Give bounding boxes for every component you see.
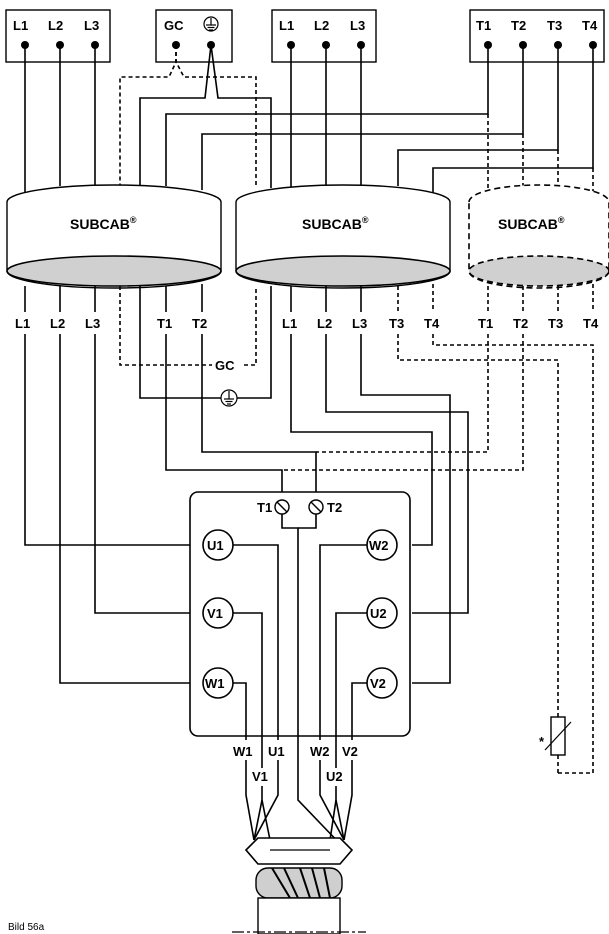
svg-text:T2: T2 <box>513 316 528 331</box>
svg-text:L1: L1 <box>15 316 30 331</box>
figure-caption: Bild 56a <box>8 922 45 933</box>
top-box-3: L1 L2 L3 <box>271 9 377 63</box>
label-t1: T1 <box>257 500 272 515</box>
thermo-switch-icon <box>274 499 324 700</box>
resistor-icon <box>544 716 572 774</box>
cable-1-label: SUBCAB® <box>70 215 137 232</box>
label-t3: T3 <box>547 18 562 33</box>
svg-text:T1: T1 <box>478 316 493 331</box>
terminal-w2: W2 <box>369 538 389 553</box>
label-t4: T4 <box>582 18 598 33</box>
svg-text:T2: T2 <box>192 316 207 331</box>
label-l3: L3 <box>350 18 365 33</box>
svg-text:T4: T4 <box>583 316 599 331</box>
top-box-gc: GC <box>155 9 233 63</box>
cable-2-label: SUBCAB® <box>302 215 369 232</box>
cable-1: SUBCAB® <box>6 184 222 289</box>
svg-text:T1: T1 <box>157 316 172 331</box>
cable-2: SUBCAB® <box>235 184 451 289</box>
svg-text:V2: V2 <box>342 744 358 759</box>
terminal-v2: V2 <box>370 676 386 691</box>
label-l1: L1 <box>13 18 28 33</box>
svg-text:U1: U1 <box>268 744 285 759</box>
terminal-u1: U1 <box>207 538 224 553</box>
ground-symbol-icon <box>220 389 238 407</box>
label-gc: GC <box>164 18 184 33</box>
svg-text:U2: U2 <box>326 769 343 784</box>
label-t1: T1 <box>476 18 491 33</box>
svg-text:L3: L3 <box>352 316 367 331</box>
label-l2: L2 <box>314 18 329 33</box>
svg-text:T3: T3 <box>389 316 404 331</box>
label-l3: L3 <box>84 18 99 33</box>
svg-text:L2: L2 <box>317 316 332 331</box>
motor-lead-labels: W1 U1 W2 V2 V1 U2 <box>233 744 358 784</box>
label-l1: L1 <box>279 18 294 33</box>
top-box-4: T1 T2 T3 T4 <box>469 9 605 63</box>
asterisk-note: * <box>539 734 545 749</box>
svg-text:W2: W2 <box>310 744 330 759</box>
svg-text:T4: T4 <box>424 316 440 331</box>
cable-3-label: SUBCAB® <box>498 215 565 232</box>
upper-wiring <box>24 44 594 196</box>
label-l2: L2 <box>48 18 63 33</box>
converging-leads <box>245 700 353 849</box>
cable-3: SUBCAB® <box>468 184 609 289</box>
svg-text:T3: T3 <box>548 316 563 331</box>
lower-wiring: * <box>24 284 594 774</box>
svg-text:L2: L2 <box>50 316 65 331</box>
terminal-w1: W1 <box>205 676 225 691</box>
gc-label: GC <box>215 358 235 373</box>
motor-terminal-box: T1 T2 U1 V1 W1 W2 U2 V2 <box>189 491 411 768</box>
svg-text:L3: L3 <box>85 316 100 331</box>
ground-symbol-icon <box>203 16 219 32</box>
label-t2: T2 <box>511 18 526 33</box>
cable-gland <box>232 837 366 934</box>
svg-text:V1: V1 <box>252 769 268 784</box>
svg-text:W1: W1 <box>233 744 253 759</box>
terminal-v1: V1 <box>207 606 223 621</box>
cable-output-labels: L1 L2 L3 T1 T2 L1 L2 L3 T3 T4 T1 T2 T3 T… <box>15 316 599 331</box>
label-t2: T2 <box>327 500 342 515</box>
svg-text:L1: L1 <box>282 316 297 331</box>
terminal-u2: U2 <box>370 606 387 621</box>
